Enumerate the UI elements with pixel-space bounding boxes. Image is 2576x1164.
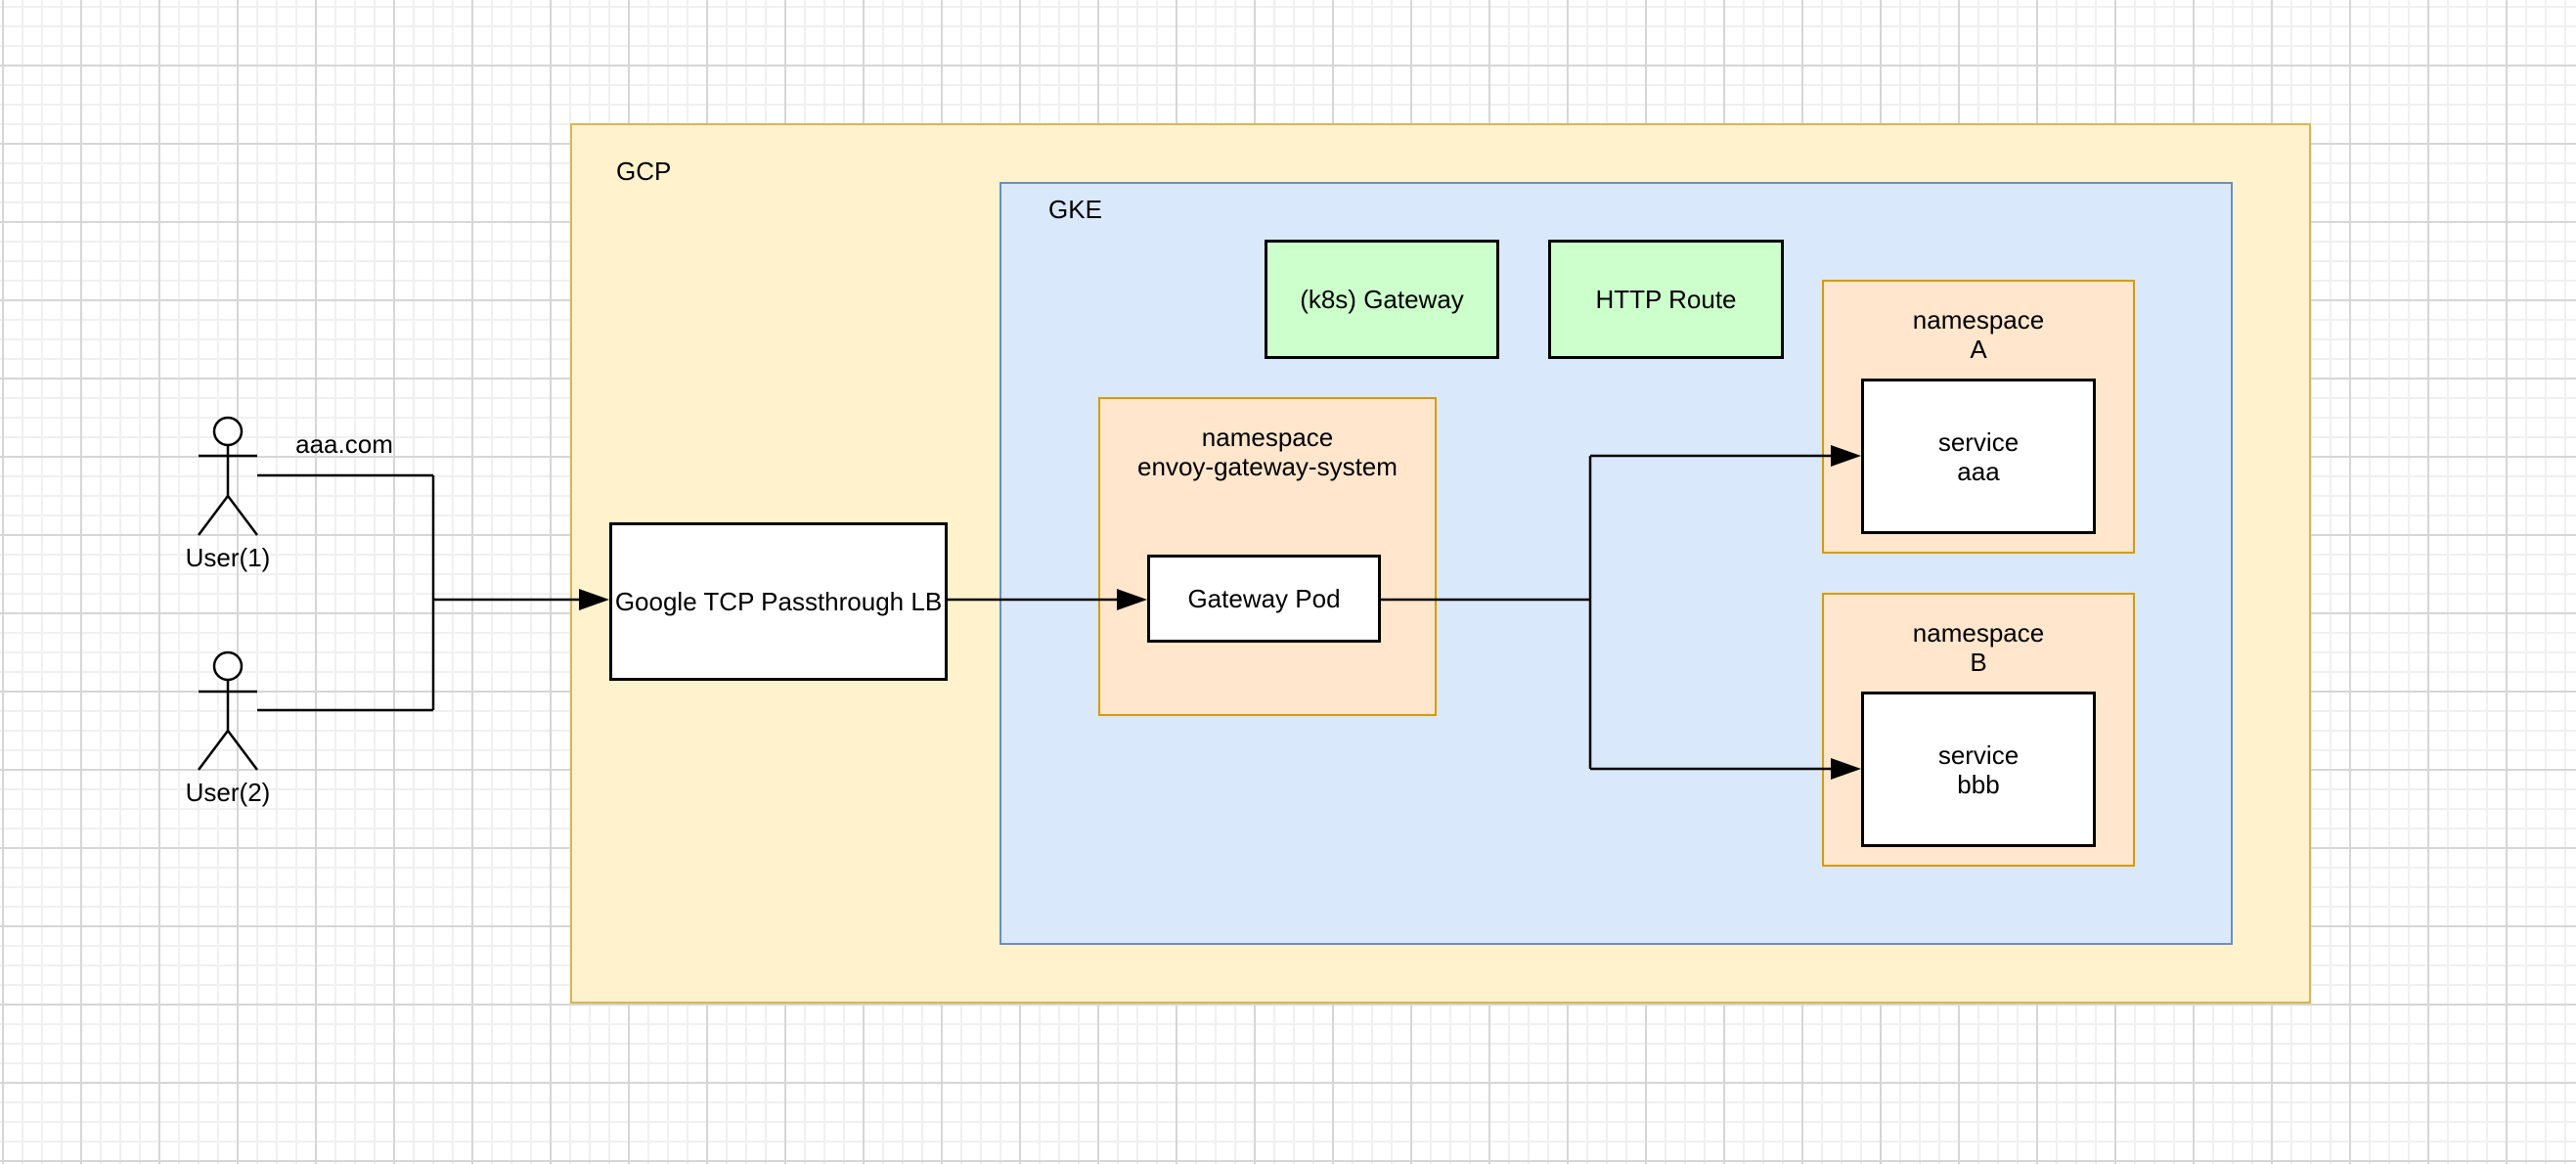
aaa-com-edge-label: aaa.com xyxy=(295,429,393,459)
http-route-label: HTTP Route xyxy=(1595,285,1737,314)
namespace-envoy-gateway-system-label: namespace envoy-gateway-system xyxy=(1137,423,1398,481)
arrowhead-into-service-aaa xyxy=(1831,445,1861,467)
service-bbb-label: service bbb xyxy=(1937,739,2020,799)
gke-label: GKE xyxy=(1048,195,1102,224)
service-aaa-node[interactable]: service aaa xyxy=(1861,379,2096,534)
user2-label: User(2) xyxy=(185,778,271,807)
service-bbb-node[interactable]: service bbb xyxy=(1861,692,2096,847)
arrowhead-into-service-bbb xyxy=(1831,758,1861,780)
gcp-label: GCP xyxy=(616,157,672,186)
arrowhead-into-gateway-pod xyxy=(1117,589,1147,610)
edge-lb-to-gateway-pod[interactable] xyxy=(948,589,1147,610)
namespace-b-label: namespace B xyxy=(1912,618,2045,677)
google-tcp-passthrough-lb-node[interactable]: Google TCP Passthrough LB xyxy=(609,522,948,681)
gateway-pod-node[interactable]: Gateway Pod xyxy=(1147,555,1381,643)
k8s-gateway-node[interactable]: (k8s) Gateway xyxy=(1265,240,1499,359)
google-tcp-passthrough-lb-label: Google TCP Passthrough LB xyxy=(614,587,943,616)
user1-label: User(1) xyxy=(185,543,271,572)
arrowhead-into-lb xyxy=(579,589,609,610)
user1-figure[interactable] xyxy=(198,416,258,536)
k8s-gateway-label: (k8s) Gateway xyxy=(1300,285,1464,314)
service-aaa-label: service aaa xyxy=(1937,426,2020,486)
namespace-a-label: namespace A xyxy=(1912,305,2045,364)
edge-users-to-lb[interactable] xyxy=(257,473,609,712)
user2-figure[interactable] xyxy=(198,650,258,771)
http-route-node[interactable]: HTTP Route xyxy=(1548,240,1784,359)
gateway-pod-label: Gateway Pod xyxy=(1187,584,1341,613)
edge-gateway-pod-to-services[interactable] xyxy=(1381,445,1861,780)
